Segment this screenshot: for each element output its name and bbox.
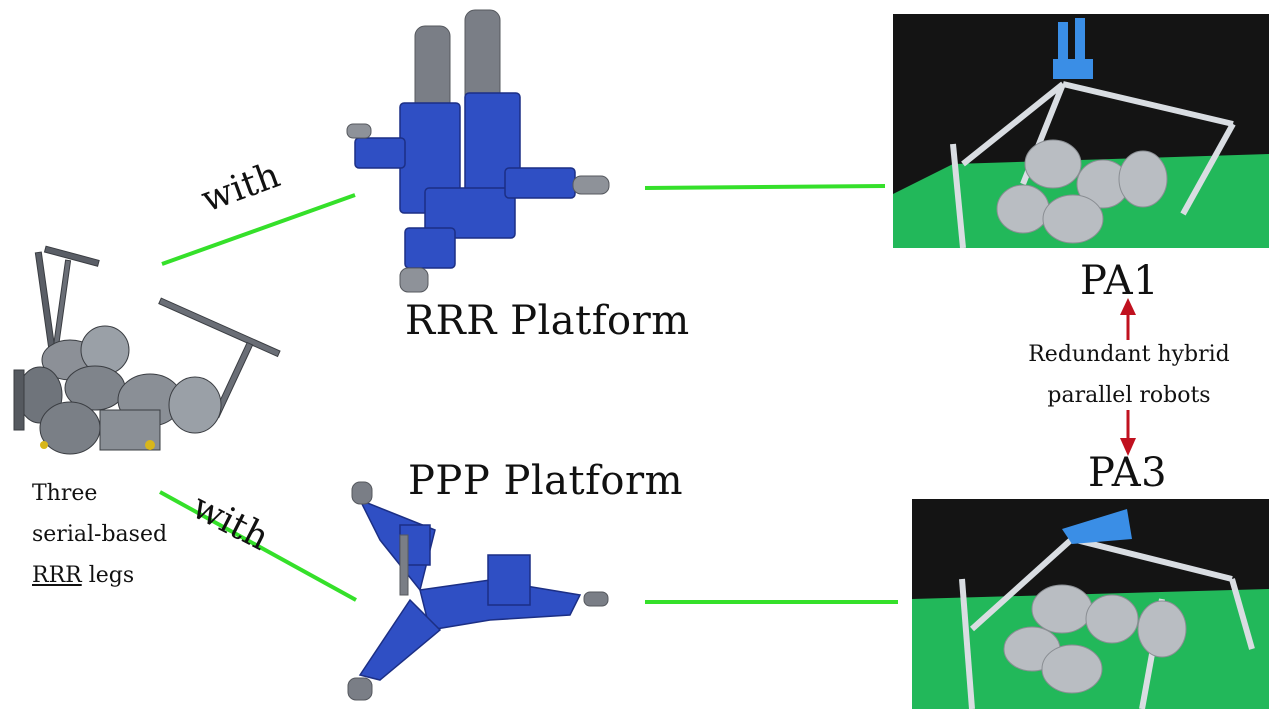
- legs-caption: Three serial-based RRR legs: [32, 473, 167, 596]
- ppp-platform-label: PPP Platform: [408, 458, 684, 504]
- bidirectional-arrow: [1120, 298, 1136, 456]
- connector-rrr-to-pa1: [644, 184, 886, 190]
- redundant-caption: Redundant hybrid parallel robots: [1018, 334, 1240, 416]
- pa3-photo-scene: [912, 509, 1269, 709]
- pa3-photo: [912, 499, 1269, 709]
- rrr-platform-model-image: [346, 9, 610, 293]
- legs-caption-line3: RRR legs: [32, 555, 167, 596]
- rrr-platform-label: RRR Platform: [405, 298, 690, 344]
- pa1-photo-scene: [893, 18, 1269, 248]
- pa3-label: PA3: [1088, 450, 1168, 496]
- legs-caption-line1: Three: [32, 481, 98, 506]
- connector-leg-to-ppp: [159, 490, 357, 602]
- rrr-leg-model-image: [13, 245, 281, 455]
- legs-caption-rrr: RRR: [32, 563, 82, 588]
- connector-leg-to-rrr: [161, 193, 356, 266]
- pa1-photo: [893, 14, 1269, 248]
- redundant-caption-line1: Redundant hybrid: [1028, 342, 1230, 367]
- pa1-label: PA1: [1080, 258, 1160, 304]
- legs-caption-line2: serial-based: [32, 522, 168, 547]
- redundant-caption-line2: parallel robots: [1047, 383, 1211, 408]
- ppp-platform-model-image: [347, 481, 609, 701]
- legs-caption-legs: legs: [81, 563, 135, 588]
